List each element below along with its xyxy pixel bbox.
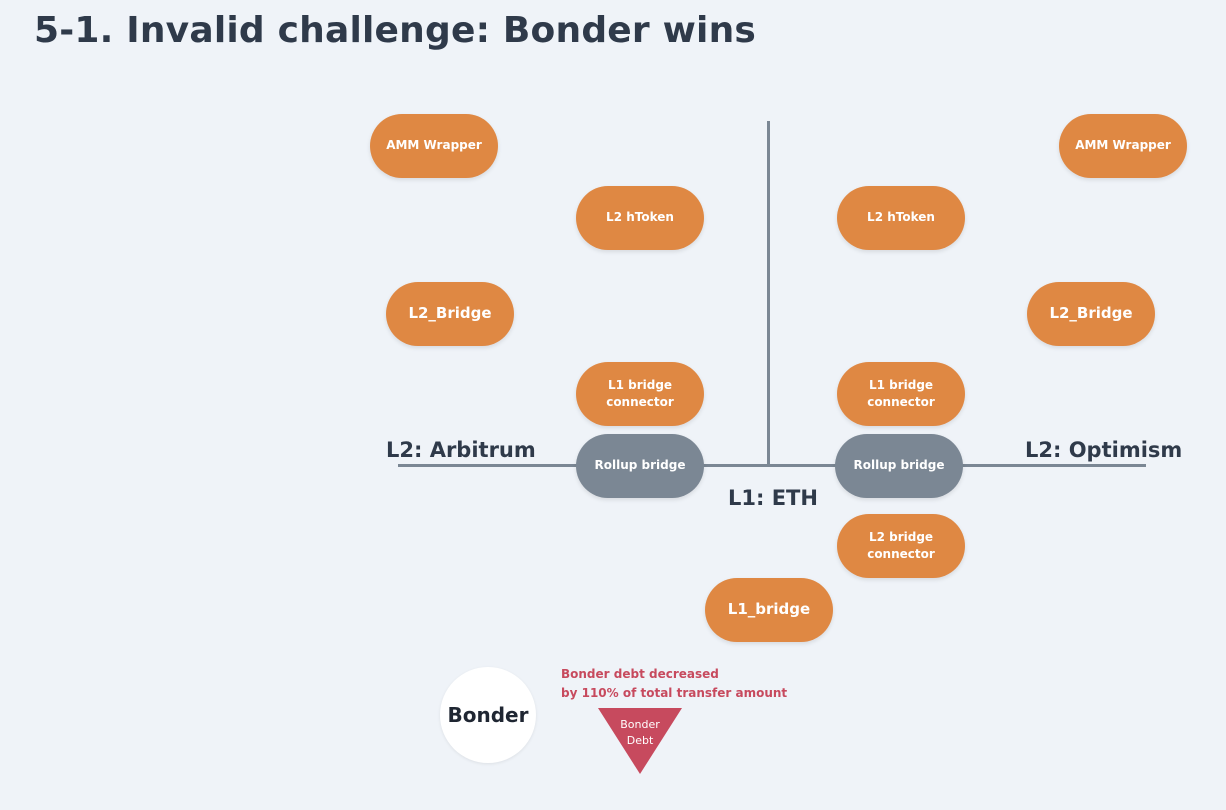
node-label: AMM Wrapper — [1075, 138, 1171, 153]
bonder-debt-label-line2: Debt — [626, 733, 654, 747]
node-label: L2 hToken — [606, 210, 674, 225]
node-label-line1: L1 bridge — [607, 377, 673, 392]
l1-vertical-divider — [767, 121, 770, 466]
node-label-line1: L2 bridge — [868, 529, 934, 544]
l1-horizontal-line — [690, 464, 850, 467]
label-l1-eth: L1: ETH — [728, 486, 818, 510]
node-label-line1: L1 bridge — [868, 377, 934, 392]
node-label: Rollup bridge — [594, 458, 686, 473]
optimism-amm-wrapper-node[interactable]: AMM Wrapper — [1059, 114, 1187, 178]
node-label: AMM Wrapper — [386, 138, 482, 153]
bonder-debt-triangle-icon — [598, 708, 682, 774]
bonder-debt-label-line1: Bonder — [620, 718, 660, 731]
optimism-l1-bridge-connector-node[interactable]: L1 bridge connector — [837, 362, 965, 426]
bonder-debt-note-line1: Bonder debt decreased — [561, 667, 719, 681]
l2-arbitrum-line — [398, 464, 598, 467]
l1-l2-bridge-connector-node[interactable]: L2 bridge connector — [837, 514, 965, 578]
page-title: 5-1. Invalid challenge: Bonder wins — [34, 10, 757, 51]
arbitrum-rollup-bridge-node[interactable]: Rollup bridge — [576, 434, 704, 498]
label-l2-optimism: L2: Optimism — [1025, 438, 1183, 462]
node-label-line2: connector — [867, 547, 935, 561]
node-label-line2: connector — [867, 395, 935, 409]
optimism-rollup-bridge-node[interactable]: Rollup bridge — [835, 434, 963, 498]
node-label: Rollup bridge — [853, 458, 945, 473]
arbitrum-l2-bridge-node[interactable]: L2_Bridge — [386, 282, 514, 346]
l2-optimism-line — [950, 464, 1146, 467]
node-label: L2 hToken — [867, 210, 935, 225]
node-label-line2: connector — [606, 395, 674, 409]
bonder-label: Bonder — [447, 703, 529, 727]
arbitrum-l1-bridge-connector-node[interactable]: L1 bridge connector — [576, 362, 704, 426]
label-l2-arbitrum: L2: Arbitrum — [386, 438, 536, 462]
node-label: L2_Bridge — [408, 304, 492, 323]
bonder-debt-label: Bonder Debt — [598, 717, 682, 749]
bonder-debt-note-line2: by 110% of total transfer amount — [561, 685, 788, 700]
bonder-circle[interactable]: Bonder — [440, 667, 536, 763]
optimism-l2-htoken-node[interactable]: L2 hToken — [837, 186, 965, 250]
node-label: L2_Bridge — [1049, 304, 1133, 323]
arbitrum-l2-htoken-node[interactable]: L2 hToken — [576, 186, 704, 250]
l1-bridge-node[interactable]: L1_bridge — [705, 578, 833, 642]
optimism-l2-bridge-node[interactable]: L2_Bridge — [1027, 282, 1155, 346]
bonder-debt-note: Bonder debt decreased by 110% of total t… — [561, 665, 787, 702]
node-label: L1_bridge — [727, 600, 811, 619]
arbitrum-amm-wrapper-node[interactable]: AMM Wrapper — [370, 114, 498, 178]
